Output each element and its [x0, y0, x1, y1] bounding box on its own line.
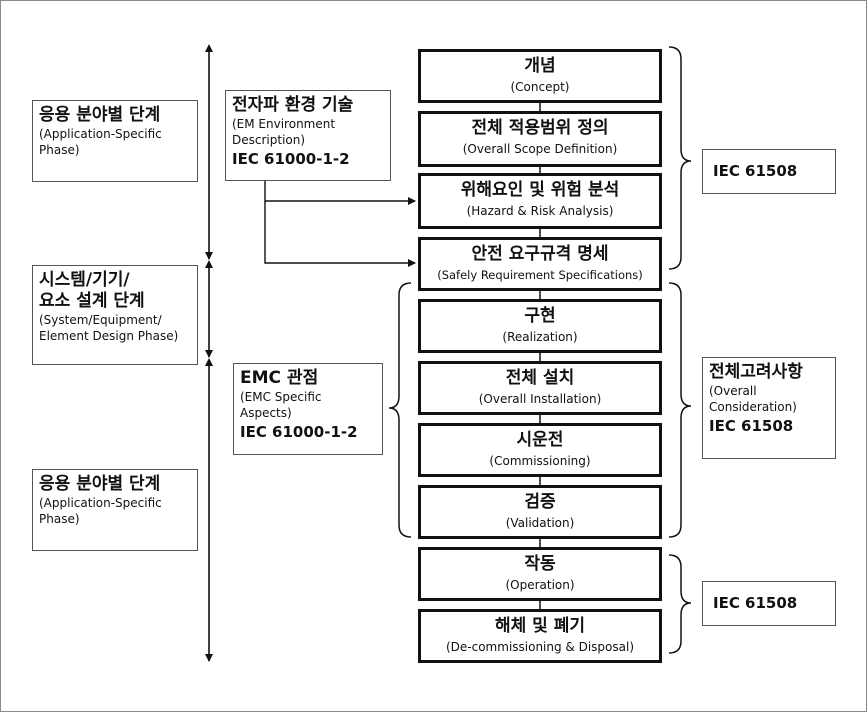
stage-commissioning-en: (Commissioning) — [489, 454, 591, 468]
phase-1-desc-line1: (Application-Specific — [39, 127, 162, 141]
stage-hazard-risk: 위해요인 및 위험 분석 (Hazard & Risk Analysis) — [418, 173, 662, 229]
right-brace-2 — [668, 282, 692, 538]
stage-decommissioning-ko: 해체 및 폐기 — [494, 616, 586, 636]
stage-hazard-risk-ko: 위해요인 및 위험 분석 — [460, 180, 620, 200]
phase-2-title-line2: 요소 설계 단계 — [39, 291, 145, 311]
stage-operation-ko: 작동 — [524, 554, 556, 574]
stage-safety-requirements: 안전 요구규격 명세 (Safely Requirement Specifica… — [418, 237, 662, 291]
overall-consideration-box: 전체고려사항 (Overall Consideration) IEC 61508 — [702, 357, 836, 459]
stage-operation: 작동 (Operation) — [418, 547, 662, 601]
phase-box-application-1: 응용 분야별 단계 (Application-Specific Phase) — [32, 100, 198, 182]
stage-safety-requirements-en: (Safely Requirement Specifications) — [437, 268, 643, 282]
stage-realization-en: (Realization) — [502, 330, 578, 344]
emc-aspects-box: EMC 관점 (EMC Specific Aspects) IEC 61000-… — [233, 363, 383, 455]
stage-overall-installation: 전체 설치 (Overall Installation) — [418, 361, 662, 415]
stage-validation-en: (Validation) — [505, 516, 575, 530]
em-desc-line2: Description) — [232, 133, 306, 147]
overall-consideration-title: 전체고려사항 — [709, 362, 803, 382]
iec-61508-box-1: IEC 61508 — [702, 149, 836, 194]
em-environment-box: 전자파 환경 기술 (EM Environment Description) I… — [225, 90, 391, 181]
overall-consideration-desc-line1: (Overall — [709, 384, 757, 398]
overall-consideration-standard: IEC 61508 — [709, 417, 794, 435]
phase-3-desc-line1: (Application-Specific — [39, 496, 162, 510]
stage-concept-en: (Concept) — [510, 80, 570, 94]
em-desc-line1: (EM Environment — [232, 117, 336, 131]
phase-box-application-2: 응용 분야별 단계 (Application-Specific Phase) — [32, 469, 198, 551]
phase-1-desc-line2: Phase) — [39, 143, 80, 157]
stage-commissioning: 시운전 (Commissioning) — [418, 423, 662, 477]
phase-2-title-line1: 시스템/기기/ — [39, 270, 130, 290]
right-brace-3 — [668, 554, 692, 654]
stage-realization-ko: 구현 — [524, 306, 556, 326]
stage-operation-en: (Operation) — [505, 578, 575, 592]
stage-concept: 개념 (Concept) — [418, 49, 662, 103]
phase-3-desc-line2: Phase) — [39, 512, 80, 526]
em-standard: IEC 61000-1-2 — [232, 150, 350, 168]
overall-consideration-desc-line2: Consideration) — [709, 400, 797, 414]
emc-desc-line1: (EMC Specific — [240, 390, 322, 404]
iec-61508-label-2: IEC 61508 — [713, 594, 798, 612]
stage-decommissioning: 해체 및 폐기 (De-commissioning & Disposal) — [418, 609, 662, 663]
stage-overall-scope: 전체 적용범위 정의 (Overall Scope Definition) — [418, 111, 662, 167]
right-brace-1 — [668, 46, 692, 270]
emc-title: EMC 관점 — [240, 368, 319, 388]
phase-3-title: 응용 분야별 단계 — [39, 474, 161, 494]
stage-commissioning-ko: 시운전 — [516, 430, 564, 450]
stage-validation-ko: 검증 — [524, 492, 556, 512]
stage-safety-requirements-ko: 안전 요구규격 명세 — [471, 244, 609, 264]
stage-overall-scope-ko: 전체 적용범위 정의 — [471, 118, 609, 138]
em-arrow-safety — [264, 201, 416, 267]
emc-desc-line2: Aspects) — [240, 406, 292, 420]
stage-concept-ko: 개념 — [524, 56, 556, 76]
em-title: 전자파 환경 기술 — [232, 95, 354, 115]
iec-61508-label-1: IEC 61508 — [713, 162, 798, 180]
iec-61508-box-2: IEC 61508 — [702, 581, 836, 626]
phase-2-desc-line1: (System/Equipment/ — [39, 313, 162, 327]
phase-box-system-design: 시스템/기기/ 요소 설계 단계 (System/Equipment/ Elem… — [32, 265, 198, 365]
stage-realization: 구현 (Realization) — [418, 299, 662, 353]
phase-2-desc-line2: Element Design Phase) — [39, 329, 179, 343]
stage-overall-installation-ko: 전체 설치 — [505, 368, 575, 388]
emc-standard: IEC 61000-1-2 — [240, 423, 358, 441]
stage-decommissioning-en: (De-commissioning & Disposal) — [445, 640, 635, 654]
stage-overall-scope-en: (Overall Scope Definition) — [462, 142, 618, 156]
em-arrow-hazard — [264, 181, 416, 205]
stage-hazard-risk-en: (Hazard & Risk Analysis) — [466, 204, 614, 218]
stage-validation: 검증 (Validation) — [418, 485, 662, 539]
emc-brace — [388, 282, 412, 538]
phase-1-title: 응용 분야별 단계 — [39, 105, 161, 125]
stage-overall-installation-en: (Overall Installation) — [478, 392, 602, 406]
